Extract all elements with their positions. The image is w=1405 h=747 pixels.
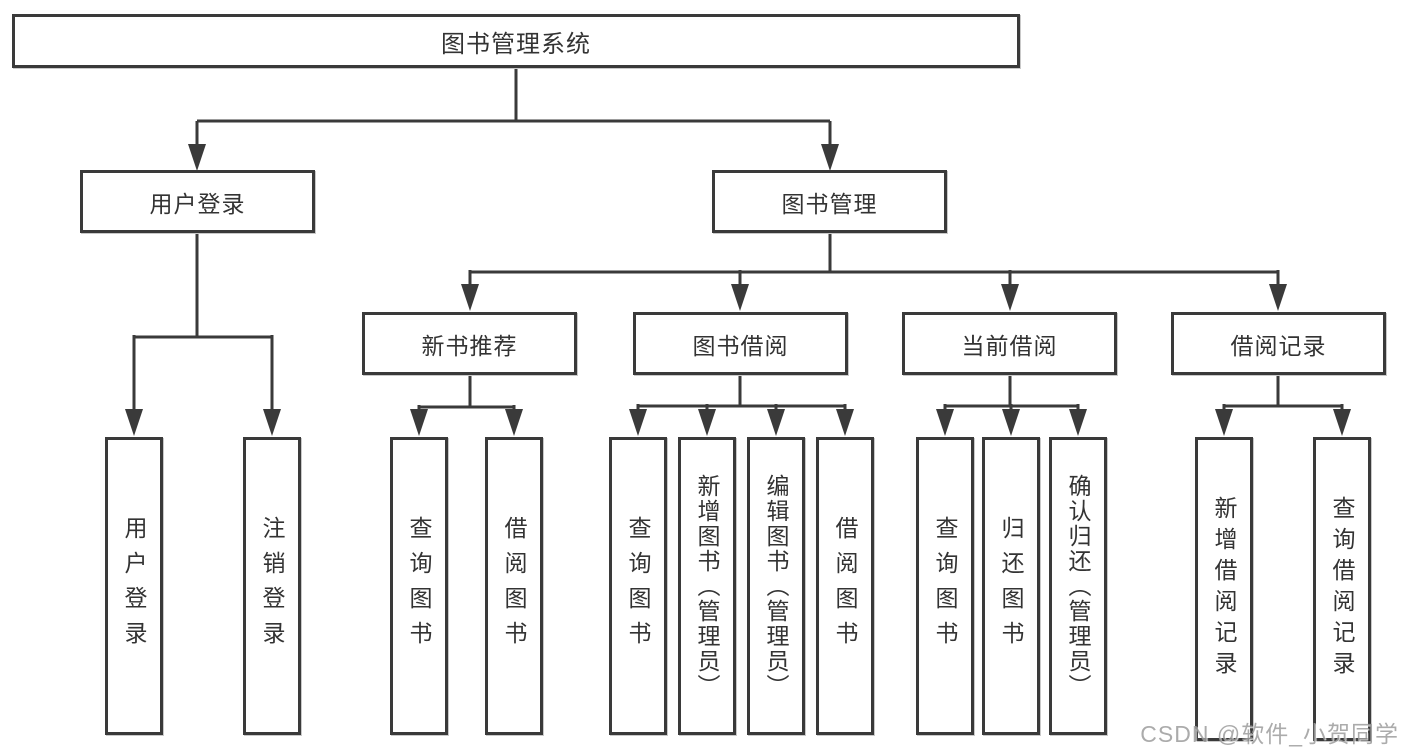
leaf-logout: 注销登录	[243, 437, 301, 735]
node-new-book-recommend: 新书推荐	[362, 312, 577, 375]
leaf-bookborrow-query-book: 查询图书	[609, 437, 667, 735]
node-borrow-record: 借阅记录	[1171, 312, 1386, 375]
leaf-bookborrow-query-book-label: 查询图书	[625, 516, 651, 656]
node-borrow-record-label: 借阅记录	[1230, 332, 1327, 359]
node-root: 图书管理系统	[12, 14, 1020, 68]
leaf-currentborrow-query-book-label: 查询图书	[932, 516, 958, 656]
leaf-bookborrow-edit-book-label: 编辑图书（管理员）	[763, 473, 789, 699]
leaf-newbook-borrow-book: 借阅图书	[485, 437, 543, 735]
node-user-login-branch-label: 用户登录	[149, 190, 246, 217]
leaf-bookborrow-borrow-book-label: 借阅图书	[832, 516, 858, 656]
node-current-borrow-label: 当前借阅	[961, 332, 1058, 359]
leaf-user-login: 用户登录	[105, 437, 163, 735]
node-user-login-branch: 用户登录	[80, 170, 315, 233]
leaf-bookborrow-add-book: 新增图书（管理员）	[678, 437, 736, 735]
leaf-currentborrow-return-book: 归还图书	[982, 437, 1040, 735]
node-book-borrow-label: 图书借阅	[692, 332, 789, 359]
leaf-user-login-label: 用户登录	[121, 516, 147, 656]
node-book-management: 图书管理	[712, 170, 947, 233]
node-current-borrow: 当前借阅	[902, 312, 1117, 375]
leaf-currentborrow-return-book-label: 归还图书	[998, 516, 1024, 656]
leaf-currentborrow-query-book: 查询图书	[916, 437, 974, 735]
leaf-newbook-borrow-book-label: 借阅图书	[501, 516, 527, 656]
leaf-bookborrow-add-book-label: 新增图书（管理员）	[694, 473, 720, 699]
leaf-currentborrow-confirm-return-label: 确认归还（管理员）	[1065, 473, 1091, 699]
node-root-label: 图书管理系统	[441, 30, 591, 58]
leaf-borrowrecord-add-record-label: 新增借阅记录	[1211, 496, 1237, 682]
leaf-logout-label: 注销登录	[259, 516, 285, 656]
leaf-borrowrecord-add-record: 新增借阅记录	[1195, 437, 1253, 741]
node-new-book-recommend-label: 新书推荐	[421, 332, 518, 359]
csdn-watermark: CSDN @软件_小贺同学	[1140, 721, 1399, 747]
leaf-currentborrow-confirm-return: 确认归还（管理员）	[1049, 437, 1107, 735]
node-book-borrow: 图书借阅	[633, 312, 848, 375]
node-book-management-label: 图书管理	[781, 190, 878, 217]
leaf-borrowrecord-query-record: 查询借阅记录	[1313, 437, 1371, 741]
leaf-newbook-query-book-label: 查询图书	[406, 516, 432, 656]
leaf-bookborrow-edit-book: 编辑图书（管理员）	[747, 437, 805, 735]
leaf-newbook-query-book: 查询图书	[390, 437, 448, 735]
leaf-bookborrow-borrow-book: 借阅图书	[816, 437, 874, 735]
leaf-borrowrecord-query-record-label: 查询借阅记录	[1329, 496, 1355, 682]
